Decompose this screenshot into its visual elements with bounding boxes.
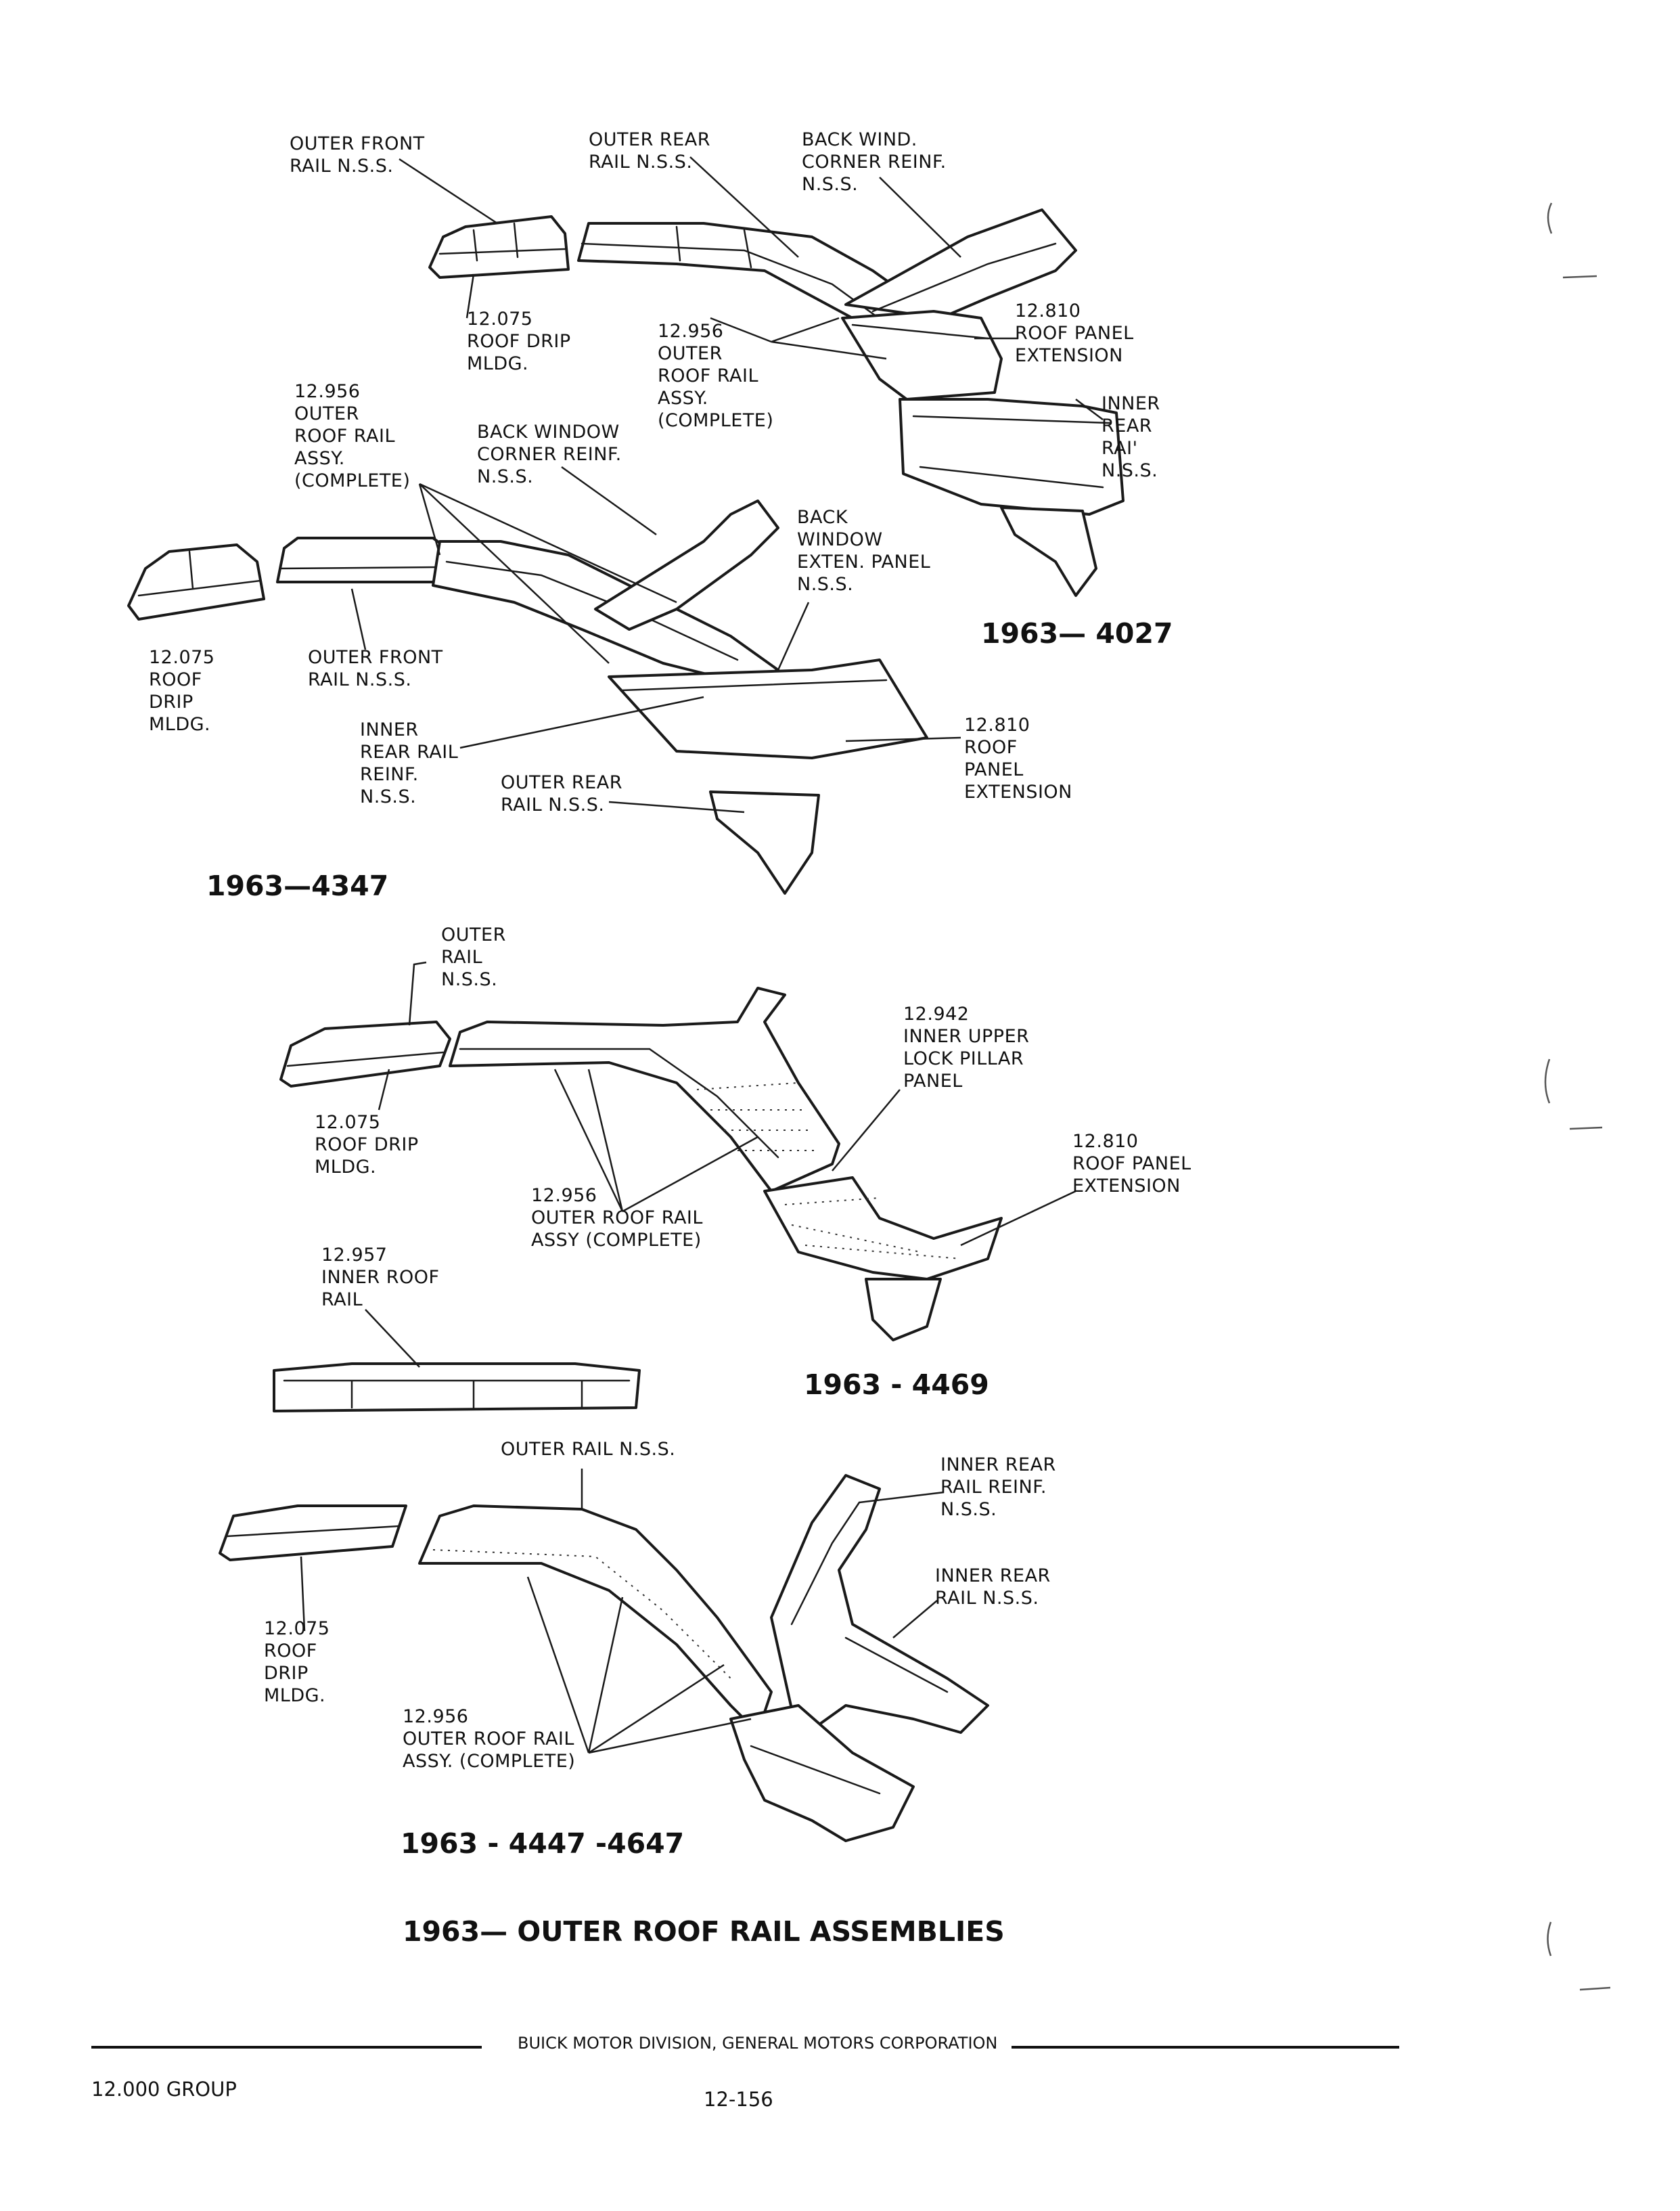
figure-id-4447: 1963 - 4447 -4647 <box>401 1827 685 1860</box>
diagram-4027 <box>399 156 1125 597</box>
label-outer-front-rail-4347: OUTER FRONT RAIL N.S.S. <box>308 647 443 690</box>
label-roof-drip-4469: 12.075 ROOF DRIP MLDG. <box>315 1112 419 1178</box>
label-outer-rail-4447: OUTER RAIL N.S.S. <box>501 1439 676 1460</box>
label-outer-roof-rail-4447: 12.956 OUTER ROOF RAIL ASSY. (COMPLETE) <box>403 1706 576 1772</box>
label-inner-roof-rail-4469: 12.957 INNER ROOF RAIL <box>321 1245 440 1310</box>
label-outer-rail-4469: OUTER RAIL N.S.S. <box>441 924 506 990</box>
label-inner-rear-rail-4027: INNER REAR RAI' N.S.S. <box>1102 393 1160 481</box>
label-outer-roof-rail-4027: 12.956 OUTER ROOF RAIL ASSY. (COMPLETE) <box>658 321 774 431</box>
binder-mark <box>1544 1058 1551 1104</box>
label-roof-drip-4027: 12.075 ROOF DRIP MLDG. <box>467 309 571 374</box>
scan-dash <box>1569 1126 1603 1130</box>
diagram-4447 <box>219 1469 989 1842</box>
label-roof-drip-4347: 12.075 ROOF DRIP MLDG. <box>149 647 215 735</box>
label-back-window-exten-4347: BACK WINDOW EXTEN. PANEL N.S.S. <box>797 507 931 595</box>
scan-dash <box>1579 1986 1611 1991</box>
label-outer-roof-rail-4347: 12.956 OUTER ROOF RAIL ASSY. (COMPLETE) <box>294 381 411 491</box>
label-roof-panel-ext-4027: 12.810 ROOF PANEL EXTENSION <box>1015 300 1134 366</box>
footer-page-number: 12-156 <box>704 2088 773 2111</box>
footer-group: 12.000 GROUP <box>91 2078 237 2101</box>
label-roof-panel-ext-4347: 12.810 ROOF PANEL EXTENSION <box>964 715 1072 803</box>
label-back-window-corner-4347: BACK WINDOW CORNER REINF. N.S.S. <box>477 422 622 487</box>
page-title: 1963— OUTER ROOF RAIL ASSEMBLIES <box>403 1915 1005 1948</box>
label-back-wind-corner-4027: BACK WIND. CORNER REINF. N.S.S. <box>802 129 947 195</box>
label-outer-rear-rail-4027: OUTER REAR RAIL N.S.S. <box>589 129 710 173</box>
label-outer-front-rail-4027: OUTER FRONT RAIL N.S.S. <box>290 133 425 177</box>
label-inner-rear-rail-reinf-4347: INNER REAR RAIL REINF. N.S.S. <box>360 719 459 807</box>
figure-id-4027: 1963— 4027 <box>981 617 1173 650</box>
label-inner-rear-rail-4447: INNER REAR RAIL N.S.S. <box>935 1565 1051 1609</box>
label-outer-rear-rail-4347: OUTER REAR RAIL N.S.S. <box>501 772 622 816</box>
label-roof-drip-4447: 12.075 ROOF DRIP MLDG. <box>264 1618 330 1706</box>
figure-id-4347: 1963—4347 <box>206 870 389 902</box>
binder-mark <box>1547 1921 1552 1957</box>
footer-division: BUICK MOTOR DIVISION, GENERAL MOTORS COR… <box>518 2034 998 2053</box>
scan-dash <box>1562 275 1597 279</box>
label-inner-upper-lock-pillar-4469: 12.942 INNER UPPER LOCK PILLAR PANEL <box>903 1004 1030 1092</box>
diagram-4347 <box>127 466 961 895</box>
figure-id-4469: 1963 - 4469 <box>804 1368 989 1401</box>
binder-mark <box>1547 202 1553 234</box>
diagram-4469 <box>273 961 1076 1412</box>
label-inner-rear-rail-reinf-4447: INNER REAR RAIL REINF. N.S.S. <box>940 1454 1056 1520</box>
label-roof-panel-ext-4469: 12.810 ROOF PANEL EXTENSION <box>1072 1131 1191 1197</box>
label-outer-roof-rail-4469: 12.956 OUTER ROOF RAIL ASSY (COMPLETE) <box>531 1185 703 1251</box>
